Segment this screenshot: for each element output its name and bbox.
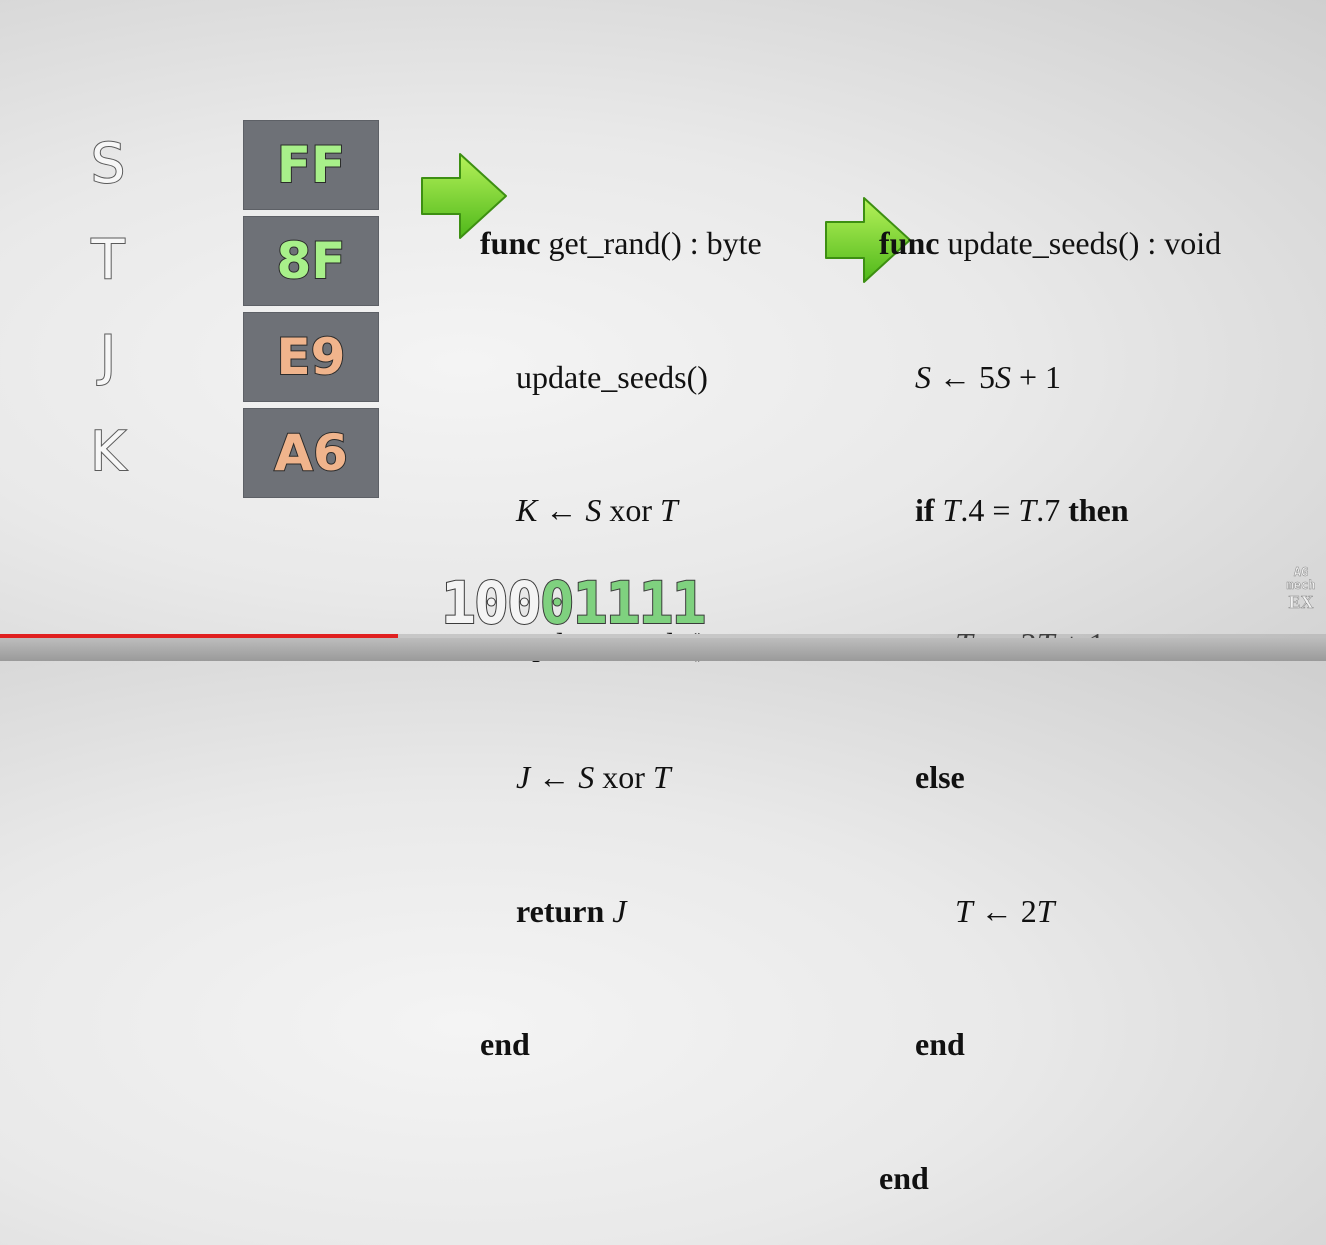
register-value-s: FF	[243, 120, 379, 210]
register-value-t: 8F	[243, 216, 379, 306]
variable: T	[660, 492, 678, 528]
video-progress-bar[interactable]	[0, 634, 930, 638]
code-text: ← 2	[972, 892, 1037, 929]
code-text: xor	[594, 759, 653, 795]
code-line: if T.4 = T.7 then	[879, 488, 1221, 533]
variable: J	[604, 892, 627, 929]
register-value-j: E9	[243, 312, 379, 402]
variable: T	[1036, 892, 1055, 929]
code-line: end	[480, 1022, 762, 1067]
variable: T	[1018, 492, 1037, 528]
code-text: update_seeds()	[516, 358, 708, 395]
code-line: func get_rand() : byte	[480, 221, 762, 266]
watermark-text: AG	[1293, 565, 1309, 579]
keyword: func	[480, 225, 541, 261]
register-label-j: J	[99, 324, 117, 387]
code-text: ← 5	[931, 358, 995, 395]
binary-bit: 1	[572, 569, 609, 637]
code-text: + 1	[1011, 358, 1062, 395]
green-arrow-icon	[825, 197, 911, 283]
code-line: else	[879, 755, 1221, 800]
code-text: .4 =	[960, 492, 1019, 528]
variable: T	[934, 492, 961, 528]
register-label-t: T	[91, 228, 126, 291]
variable: S	[995, 358, 1011, 395]
code-text: update_seeds() : void	[939, 225, 1222, 261]
variable: S	[585, 492, 602, 528]
keyword: end	[915, 1026, 965, 1062]
watermark-text: EX	[1288, 592, 1314, 613]
binary-bit: 0	[506, 569, 543, 637]
variable: T	[955, 892, 973, 929]
binary-readout: 10001111	[440, 569, 707, 637]
code-text: xor	[601, 492, 660, 528]
code-line: return J	[480, 889, 762, 934]
code-line: T ← 2T	[879, 889, 1221, 934]
player-controls-bar	[0, 638, 1326, 661]
keyword: then	[1068, 492, 1129, 528]
watermark-text: mech	[1286, 578, 1316, 592]
code-text: ←	[537, 492, 586, 528]
code-text: ←	[530, 759, 579, 795]
code-text: get_rand() : byte	[540, 225, 762, 261]
variable: S	[578, 759, 595, 795]
code-text: .7	[1036, 492, 1069, 528]
code-line: func update_seeds() : void	[879, 221, 1221, 266]
binary-bit: 0	[473, 569, 510, 637]
variable: T	[652, 759, 671, 795]
keyword: return	[516, 892, 605, 929]
code-line: end	[879, 1156, 1221, 1201]
register-value-k: A6	[243, 408, 379, 498]
code-line: update_seeds()	[480, 355, 762, 400]
keyword: else	[915, 759, 965, 795]
code-line: J ← S xor T	[480, 755, 762, 800]
update-seeds-code-block: func update_seeds() : void S ← 5S + 1 if…	[879, 132, 1221, 1245]
variable: K	[516, 492, 538, 528]
binary-bit: 1	[440, 569, 477, 637]
register-label-s: S	[90, 132, 126, 195]
progress-bar-played	[0, 634, 398, 638]
binary-bit: 0	[539, 569, 576, 637]
keyword: end	[480, 1026, 530, 1062]
binary-bit: 1	[670, 569, 707, 637]
binary-bit: 1	[605, 569, 642, 637]
keyword: end	[879, 1159, 929, 1196]
binary-bit: 1	[638, 569, 675, 637]
variable: S	[915, 358, 931, 395]
keyword: func	[879, 225, 940, 261]
variable: J	[516, 759, 531, 795]
code-line: S ← 5S + 1	[879, 355, 1221, 400]
register-label-k: K	[89, 420, 126, 483]
keyword: if	[915, 492, 935, 528]
code-line: K ← S xor T	[480, 488, 762, 533]
code-line: end	[879, 1022, 1221, 1067]
channel-watermark: AG mech EX	[1278, 565, 1324, 613]
green-arrow-icon	[421, 153, 507, 239]
